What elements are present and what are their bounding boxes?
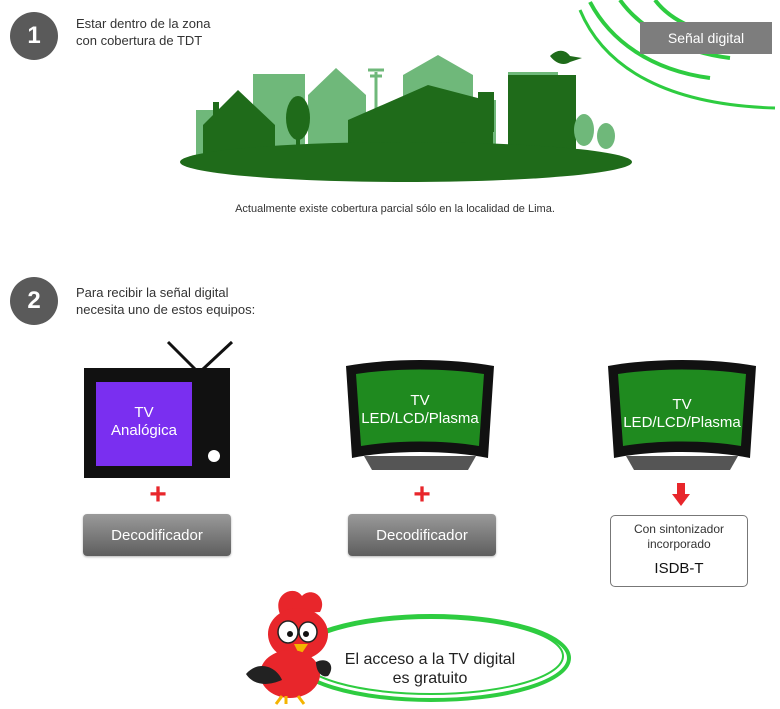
flat-tv-icon-2 [608,360,756,470]
analog-tv-icon [84,340,234,478]
tagline-line-1: El acceso a la TV digital [344,651,516,668]
tuner-line-2: incorporado [647,537,711,551]
tuner-line-1: Con sintonizador [633,522,725,536]
built-in-tuner-box: Con sintonizador incorporado ISDB-T [610,515,748,587]
step-2-line-1: Para recibir la señal digital [76,285,229,300]
decoder-button-2: Decodificador [348,514,496,556]
flat-tv-1-label-line-1: TV [410,392,430,409]
digital-signal-badge: Señal digital [640,22,772,54]
tagline-line-2: es gratuito [392,670,468,687]
down-arrow-icon [672,483,690,506]
plus-icon: + [413,478,431,511]
free-access-tagline: El acceso a la TV digital es gratuito [320,650,540,688]
analog-tv-label-line-1: TV [134,404,154,421]
flat-tv-2-label-line-2: LED/LCD/Plasma [623,414,741,431]
flat-tv-icon-1 [346,360,494,470]
rooster-mascot-icon [246,590,332,705]
step-1-line-1: Estar dentro de la zona [76,16,211,31]
decoder-button-1: Decodificador [83,514,231,556]
step-1-line-2: con cobertura de TDT [76,33,203,48]
step-2-number: 2 [10,277,58,325]
city-coverage-illustration [180,50,632,182]
analog-tv-label: TV Analógica [96,404,192,440]
flat-tv-2-label: TV LED/LCD/Plasma [610,396,754,432]
plus-icon: + [149,478,167,511]
step-1-number: 1 [10,12,58,60]
coverage-caption: Actualmente existe cobertura parcial sól… [235,203,555,215]
step-2-line-2: necesita uno de estos equipos: [76,302,256,317]
tuner-standard: ISDB-T [654,560,704,577]
analog-tv-label-line-2: Analógica [111,422,177,439]
step-2-text: Para recibir la señal digital necesita u… [76,284,255,318]
flat-tv-1-label: TV LED/LCD/Plasma [348,392,492,428]
step-1-text: Estar dentro de la zona con cobertura de… [76,15,210,49]
flat-tv-1-label-line-2: LED/LCD/Plasma [361,410,479,427]
flat-tv-2-label-line-1: TV [672,396,692,413]
